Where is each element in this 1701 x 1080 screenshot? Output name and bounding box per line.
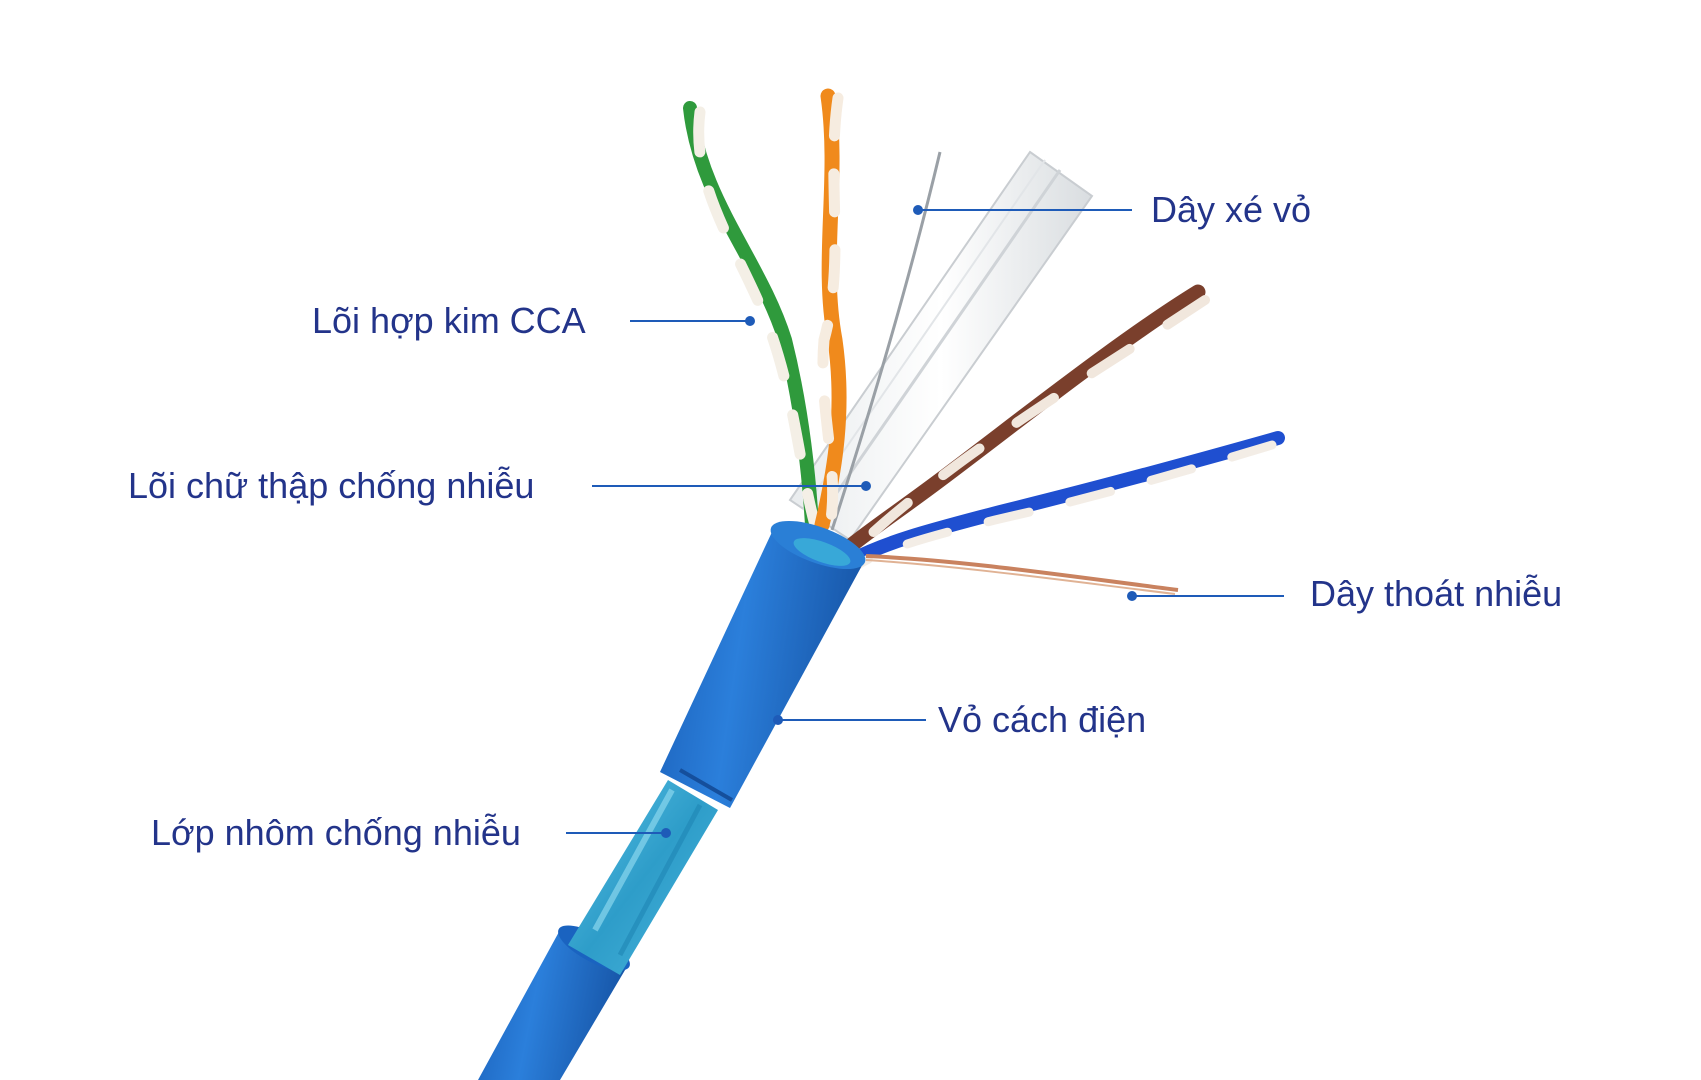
pair-green (683, 101, 821, 532)
leader-line-drain-wire (1127, 591, 1284, 601)
pair-brown (840, 284, 1210, 557)
pair-blue (845, 431, 1285, 571)
leader-line-cca-core (630, 316, 755, 326)
ripcord (830, 151, 942, 531)
label-cca-core: Lõi hợp kim CCA (312, 300, 586, 341)
pair-orange (814, 88, 847, 533)
cable-jacket-upper (660, 520, 866, 808)
label-drain-wire: Dây thoát nhiễu (1310, 573, 1563, 614)
drain-wire (865, 554, 1179, 595)
label-jacket: Vỏ cách điện (938, 699, 1147, 740)
cross-filler (788, 150, 1094, 542)
label-foil: Lớp nhôm chống nhiễu (151, 812, 521, 853)
foil-shield (568, 780, 718, 975)
leader-line-foil (566, 828, 671, 838)
leader-line-cross-filler (592, 481, 871, 491)
label-ripcord: Dây xé vỏ (1151, 189, 1312, 230)
leader-line-jacket (773, 715, 926, 725)
label-cross-filler: Lõi chữ thập chống nhiễu (128, 465, 535, 506)
leader-line-ripcord (913, 205, 1132, 215)
